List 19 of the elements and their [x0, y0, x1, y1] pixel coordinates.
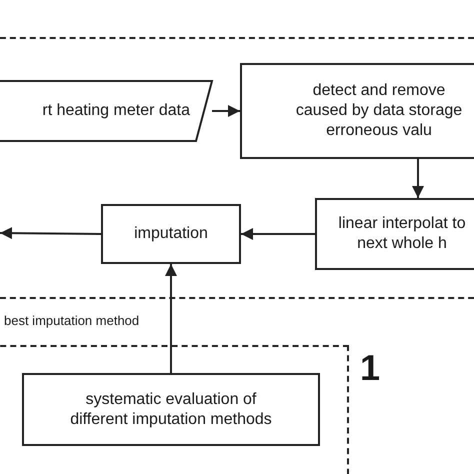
process-box: [315, 198, 474, 270]
dashed-group-frame: [0, 37, 474, 299]
dashed-group-frame: [0, 345, 349, 474]
arrow: [165, 264, 177, 373]
edge-label: best imputation method: [2, 313, 142, 328]
process-box: [22, 373, 320, 446]
box-label: linear interpolat to next whole h: [337, 214, 467, 254]
box-label: imputation: [134, 224, 208, 244]
arrow: [412, 159, 424, 198]
process-box: [240, 63, 474, 159]
arrow: [0, 227, 102, 240]
process-box: [101, 204, 241, 264]
arrow: [212, 105, 240, 117]
section-number: 1: [360, 350, 380, 386]
input-parallelogram: [0, 81, 212, 141]
arrow: [241, 228, 315, 240]
box-label: detect and remove caused by data storage erroneous valu: [294, 81, 464, 141]
box-label: systematic evaluation of different imputation methods: [69, 390, 273, 430]
box-label: rt heating meter data: [42, 101, 190, 121]
